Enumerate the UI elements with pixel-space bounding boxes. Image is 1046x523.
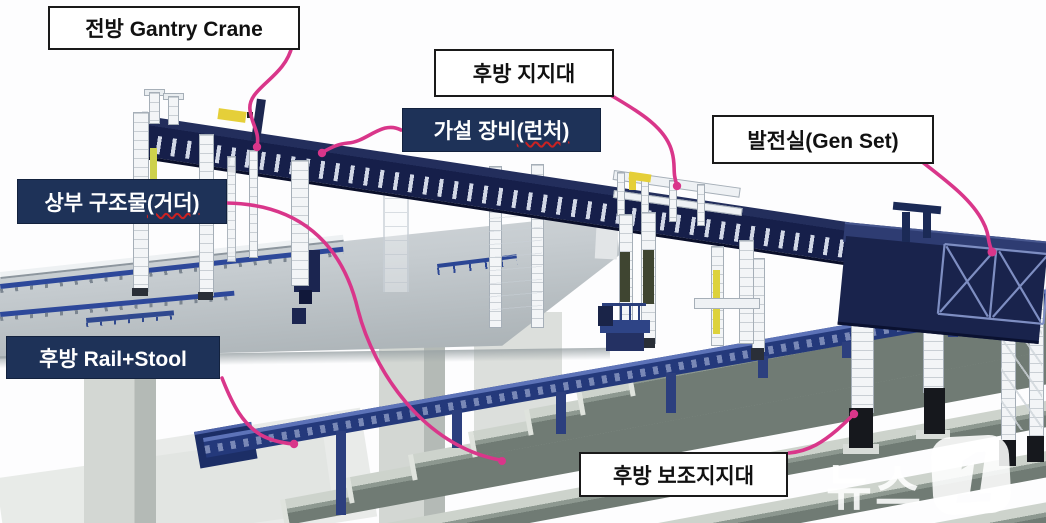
platform-cab <box>598 306 613 326</box>
label-text: 발전실(Gen Set) <box>747 129 899 153</box>
label-text: 후방 보조지지대 <box>612 464 755 488</box>
label-rear-aux-support: 후방 보조지지대 <box>579 452 788 497</box>
rail-stool-post <box>452 410 462 448</box>
rear-support-cross-beam <box>694 298 760 309</box>
label-girder: 상부 구조물(거더) <box>17 179 227 224</box>
label-text: 전방 Gantry Crane <box>85 18 263 41</box>
rear-support-post <box>617 172 625 216</box>
gantry-crane-leg <box>291 160 309 286</box>
rail-stool-post <box>556 392 566 434</box>
label-text: 상부 구조물 <box>44 191 147 215</box>
rail-stool-post <box>842 342 852 358</box>
gantry-leg-foot <box>198 292 213 300</box>
rail-stool-post <box>666 373 676 413</box>
label-text-underlined: (런처) <box>516 120 570 143</box>
rear-support-yellow-bracket <box>629 173 636 190</box>
support-pad <box>916 430 950 439</box>
label-text: 후방 지지대 <box>472 63 576 86</box>
gantry-yellow-block <box>217 108 247 123</box>
label-launcher: 가설 장비(런처) <box>402 108 601 152</box>
rear-aux-support-base <box>849 408 873 448</box>
rear-aux-support-base <box>924 388 945 434</box>
rail-stool-post <box>336 431 346 515</box>
equipment-box <box>292 308 306 324</box>
news1-logo-icon: 1 <box>931 435 1011 515</box>
rear-support-post <box>669 180 677 222</box>
label-text: 후방 Rail+Stool <box>39 347 187 371</box>
genset-support-base <box>1027 436 1044 462</box>
rear-support-leg <box>739 240 754 344</box>
news1-watermark-text: 뉴스 <box>826 460 924 516</box>
label-rear-support: 후방 지지대 <box>434 49 614 97</box>
support-pad <box>843 444 879 454</box>
label-front-gantry-crane: 전방 Gantry Crane <box>48 6 300 50</box>
rear-support-foot <box>640 338 655 348</box>
genset-t-column <box>892 201 942 215</box>
lifting-trolley-hook <box>299 290 312 304</box>
platform-handrail <box>602 303 646 306</box>
platform-base <box>606 333 644 351</box>
gantry-crane-leg <box>227 156 236 262</box>
gantry-black-dot <box>247 112 253 118</box>
gantry-leg-foot <box>132 288 148 296</box>
gantry-crane-leg <box>249 150 258 258</box>
genset-x-bracing <box>936 242 1046 326</box>
rear-aux-support-foot <box>751 348 764 360</box>
label-gen-set: 발전실(Gen Set) <box>712 115 934 164</box>
news1-watermark: 뉴스 <box>826 448 924 520</box>
rear-support-leg-sleeve <box>620 252 630 302</box>
gantry-mast <box>168 96 179 125</box>
leg-marker-strip <box>150 148 157 182</box>
genset-t-column-leg <box>902 212 910 242</box>
label-text-underlined: (거더) <box>146 191 200 215</box>
rear-support-post <box>697 184 705 226</box>
label-rail-stool: 후방 Rail+Stool <box>6 336 220 379</box>
label-text: 가설 장비 <box>433 120 517 143</box>
rail-stool-post <box>758 356 768 378</box>
genset-t-column-leg <box>923 212 931 238</box>
rear-support-leg-sleeve <box>643 250 654 304</box>
platform-posts <box>602 306 646 320</box>
gantry-mast <box>149 92 160 124</box>
